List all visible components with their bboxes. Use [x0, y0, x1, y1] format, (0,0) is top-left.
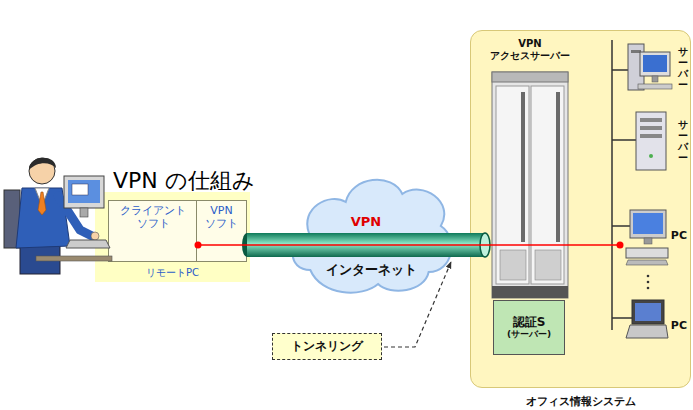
vpn-tunnel [242, 233, 490, 257]
node-label: サーバー [678, 119, 688, 163]
node-label: サーバー [678, 46, 688, 90]
screen-window [72, 184, 88, 195]
bus-line [611, 40, 613, 330]
rack-door [496, 86, 529, 284]
person-shirt [35, 188, 49, 206]
remote-pc-box: リモートPC クライアント ソフトVPN ソフト [95, 192, 250, 282]
tunnel-mouth [480, 233, 490, 257]
drive-slot [640, 134, 662, 138]
server-screen [643, 55, 667, 72]
callout-leader [384, 262, 451, 347]
pc-body [626, 248, 668, 258]
edge-label: VPN [351, 214, 381, 229]
chair-back [4, 190, 20, 248]
person-arm [58, 196, 92, 236]
dot [647, 275, 650, 278]
callout-box: トンネリング [272, 333, 382, 360]
laptop-screen [635, 303, 661, 321]
person-tie [38, 192, 46, 215]
rack-strip [521, 92, 525, 242]
node-label: PC [671, 319, 687, 332]
node-label: 認証S [513, 315, 546, 329]
monitor-screen [68, 180, 100, 203]
node-label: VPN ソフト [199, 204, 244, 230]
node-label: PC [671, 229, 687, 242]
data-line [198, 244, 620, 246]
person-head [29, 158, 55, 184]
pc-device: PC [620, 296, 690, 356]
pc-monitor [630, 210, 666, 238]
keyboard [626, 260, 668, 265]
server-tower [636, 112, 666, 170]
drive-slot [640, 118, 662, 122]
person-hair [29, 158, 56, 170]
node-label: オフィス情報システム [526, 395, 636, 408]
server-device: サーバー [620, 108, 690, 174]
monitor-stand [644, 238, 652, 244]
person-jacket [16, 188, 70, 248]
bus-stub [612, 225, 630, 227]
auth-server-box: 認証S(サーバー) [493, 300, 565, 355]
power-lamp [649, 154, 653, 158]
node-label: クライアント ソフト [111, 204, 195, 230]
desk [36, 256, 112, 261]
drive-slot [631, 50, 641, 53]
cloud-shape [293, 180, 452, 293]
server-icon [628, 44, 672, 90]
diagram-title: VPN の仕組み [113, 166, 255, 196]
rack-base [492, 286, 568, 298]
person-hand [91, 232, 99, 240]
tunnel-end [242, 233, 252, 257]
pc-icon [626, 210, 668, 265]
software-box: VPN ソフト [196, 200, 247, 262]
node-label: トンネリング [291, 339, 363, 353]
laptop-lid [632, 300, 664, 324]
office-region: オフィス情報システムVPN アクセスサーバー認証S(サーバー)サーバーサーバーP… [470, 30, 691, 408]
bus-stub [612, 317, 632, 319]
monitor [64, 176, 104, 208]
tunnel-pipe [247, 233, 485, 257]
rack-panel [535, 250, 561, 280]
monitor-stand [80, 208, 88, 217]
keyboard [638, 84, 672, 89]
laptop-base [626, 325, 668, 338]
drive-slot [640, 126, 662, 130]
rack-body [492, 72, 568, 298]
node-label: インターネット [326, 262, 417, 278]
person-illustration [4, 158, 112, 274]
rack-panel [500, 250, 526, 280]
vpn-access-server: VPN アクセスサーバー [485, 38, 575, 68]
laptop-icon [626, 300, 668, 338]
monitor-stand [652, 76, 658, 82]
server-rack [492, 72, 568, 298]
server-monitor [640, 52, 670, 76]
dot [647, 281, 650, 284]
ellipsis-dots [647, 275, 650, 290]
rack-door [531, 86, 564, 284]
node-label: VPN アクセスサーバー [485, 38, 575, 62]
pc-screen [633, 213, 663, 234]
software-box: クライアント ソフト [108, 200, 198, 262]
end-dot [617, 242, 624, 249]
server-device: サーバー [620, 36, 690, 100]
person-legs [20, 246, 60, 274]
end-dot [195, 242, 202, 249]
bus-stub [612, 139, 636, 141]
bus-stub [612, 69, 628, 71]
keyboard [66, 240, 110, 248]
rack-top [492, 72, 568, 82]
rack-strip [556, 92, 560, 242]
server-tower [628, 44, 644, 90]
dot [647, 287, 650, 290]
data-path [195, 242, 624, 249]
server-tower-icon [636, 112, 666, 170]
node-label: リモートPC [146, 267, 199, 279]
node-label: (サーバー) [507, 329, 551, 340]
pc-device: PC [620, 205, 690, 267]
lan-bus [612, 40, 636, 330]
